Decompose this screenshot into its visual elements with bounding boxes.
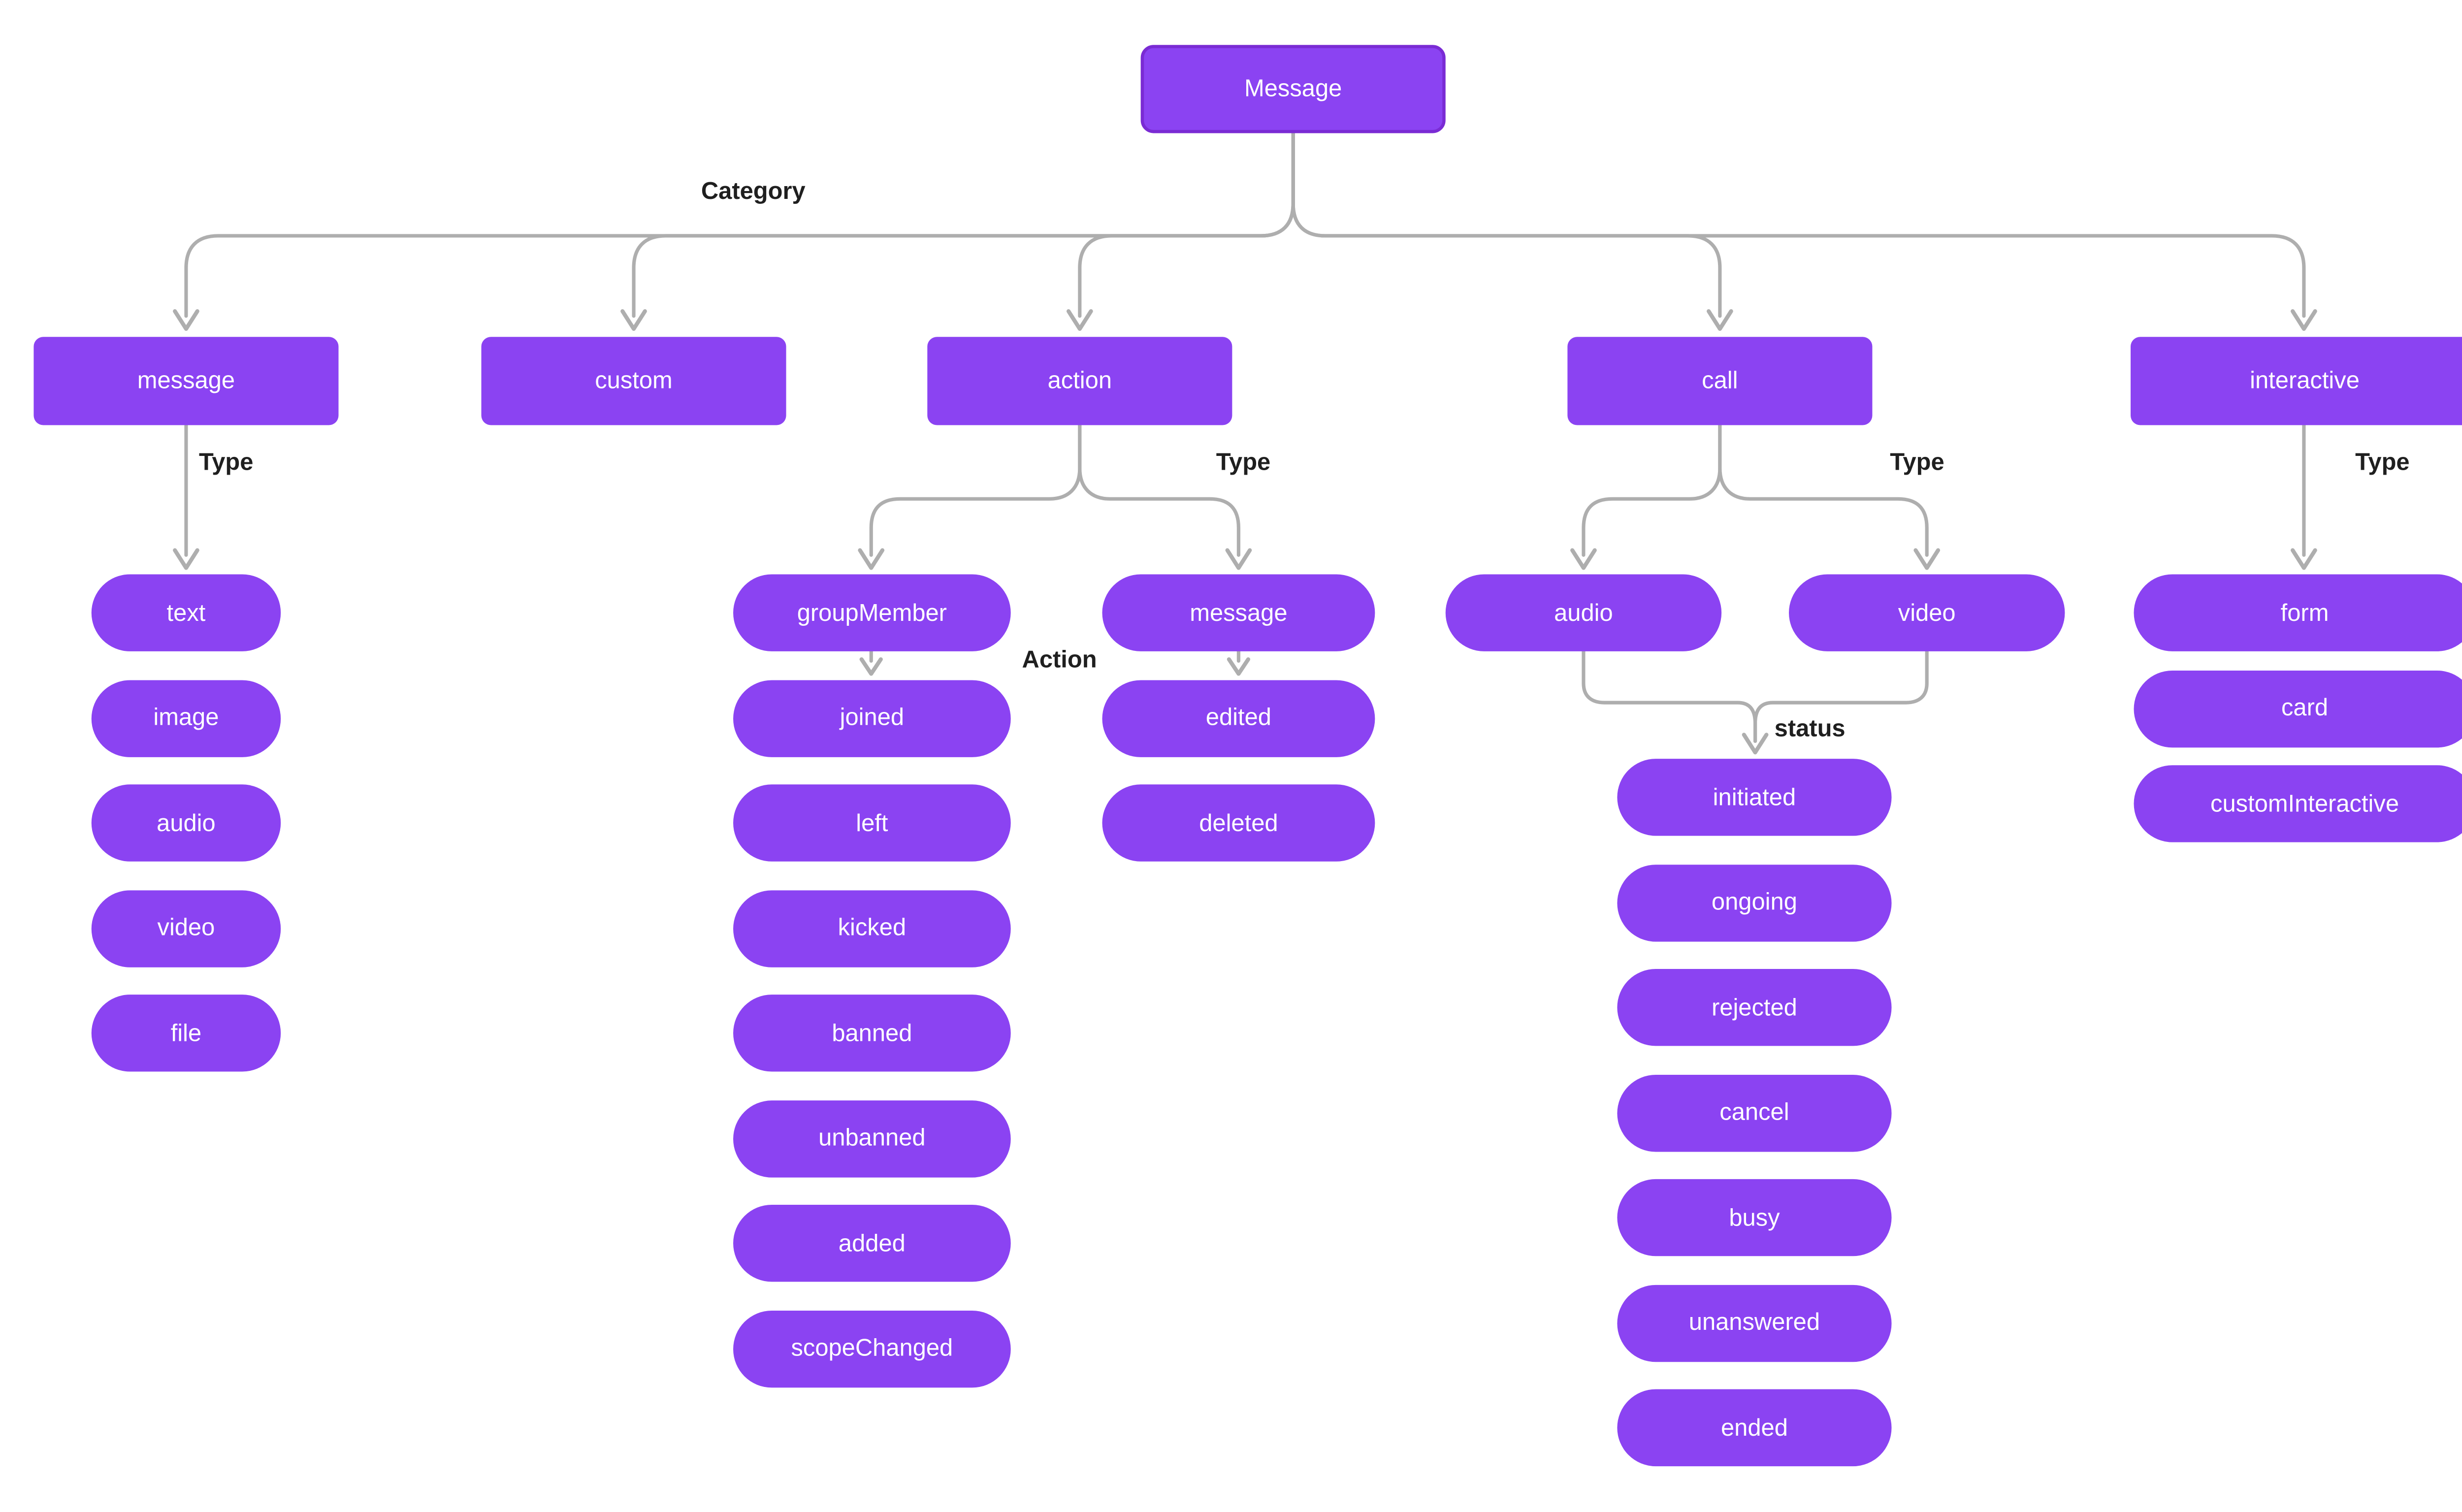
node-call-audio: audio bbox=[1445, 574, 1722, 651]
node-action-edited: edited bbox=[1102, 679, 1375, 757]
node-interactive-custominteractive: customInteractive bbox=[2134, 765, 2462, 842]
node-category-message: message bbox=[33, 337, 339, 425]
node-action-kicked: kicked bbox=[733, 889, 1011, 967]
edge-video-initiated bbox=[1753, 649, 1929, 743]
node-category-call: call bbox=[1567, 337, 1873, 425]
edge-root-call bbox=[1291, 131, 1722, 318]
arrowhead-text bbox=[173, 548, 199, 570]
node-status-ongoing: ongoing bbox=[1617, 864, 1892, 941]
node-action-left: left bbox=[733, 784, 1011, 862]
edge-label-action: Action bbox=[1022, 646, 1097, 674]
arrowhead-groupmember bbox=[858, 548, 885, 570]
node-interactive-card: card bbox=[2134, 670, 2462, 747]
edge-label-category: Category bbox=[701, 178, 806, 206]
arrowhead-message2 bbox=[1225, 548, 1252, 570]
arrowhead-form bbox=[2291, 548, 2317, 570]
node-action-deleted: deleted bbox=[1102, 784, 1375, 862]
edge-root-custom bbox=[632, 131, 1295, 318]
arrowhead-message bbox=[173, 309, 199, 331]
edge-audio-initiated bbox=[1582, 649, 1757, 743]
node-status-initiated: initiated bbox=[1617, 759, 1892, 836]
edge-call-video bbox=[1718, 423, 1929, 557]
edge-call-audio bbox=[1582, 423, 1722, 557]
node-message-type-file: file bbox=[91, 995, 281, 1072]
node-status-unanswered: unanswered bbox=[1617, 1284, 1892, 1361]
node-status-busy: busy bbox=[1617, 1179, 1892, 1256]
arrowhead-custom bbox=[620, 309, 647, 331]
node-call-video: video bbox=[1788, 574, 2065, 651]
arrowhead-video bbox=[1913, 548, 1941, 570]
node-message-type-audio: audio bbox=[91, 784, 281, 862]
node-root-message: Message bbox=[1140, 45, 1446, 133]
node-action-banned: banned bbox=[733, 995, 1011, 1072]
node-category-custom: custom bbox=[481, 337, 786, 425]
node-action-groupmember: groupMember bbox=[733, 574, 1011, 651]
node-action-scopechanged: scopeChanged bbox=[733, 1310, 1011, 1387]
node-status-cancel: cancel bbox=[1617, 1074, 1892, 1151]
arrowhead-interactive bbox=[2291, 309, 2317, 331]
node-message-type-image: image bbox=[91, 679, 281, 757]
edge-label-type-interactive: Type bbox=[2355, 449, 2410, 477]
node-action-joined: joined bbox=[733, 679, 1011, 757]
edge-root-message bbox=[184, 131, 1295, 318]
edge-action-message2 bbox=[1078, 423, 1240, 557]
arrowhead-joined bbox=[859, 657, 883, 676]
edge-root-action bbox=[1078, 131, 1295, 318]
node-message-type-video: video bbox=[91, 889, 281, 967]
node-category-interactive: interactive bbox=[2131, 337, 2462, 425]
node-action-added: added bbox=[733, 1204, 1011, 1282]
node-interactive-form: form bbox=[2134, 574, 2462, 651]
edge-label-type-message: Type bbox=[199, 449, 254, 477]
edge-label-type-call: Type bbox=[1890, 449, 1944, 477]
arrowhead-edited bbox=[1227, 657, 1251, 676]
node-action-message: message bbox=[1102, 574, 1375, 651]
node-status-ended: ended bbox=[1617, 1389, 1892, 1467]
arrowhead-initiated bbox=[1742, 733, 1769, 755]
edge-label-type-action: Type bbox=[1216, 449, 1271, 477]
edge-root-interactive bbox=[1291, 131, 2306, 318]
arrowhead-call bbox=[1707, 309, 1733, 331]
node-action-unbanned: unbanned bbox=[733, 1099, 1011, 1177]
arrowhead-action bbox=[1066, 309, 1093, 331]
node-category-action: action bbox=[927, 337, 1232, 425]
edge-label-status: status bbox=[1774, 715, 1846, 743]
node-status-rejected: rejected bbox=[1617, 969, 1892, 1046]
edge-action-groupmember bbox=[869, 423, 1082, 557]
arrowhead-audio bbox=[1570, 548, 1597, 570]
node-message-type-text: text bbox=[91, 574, 281, 651]
